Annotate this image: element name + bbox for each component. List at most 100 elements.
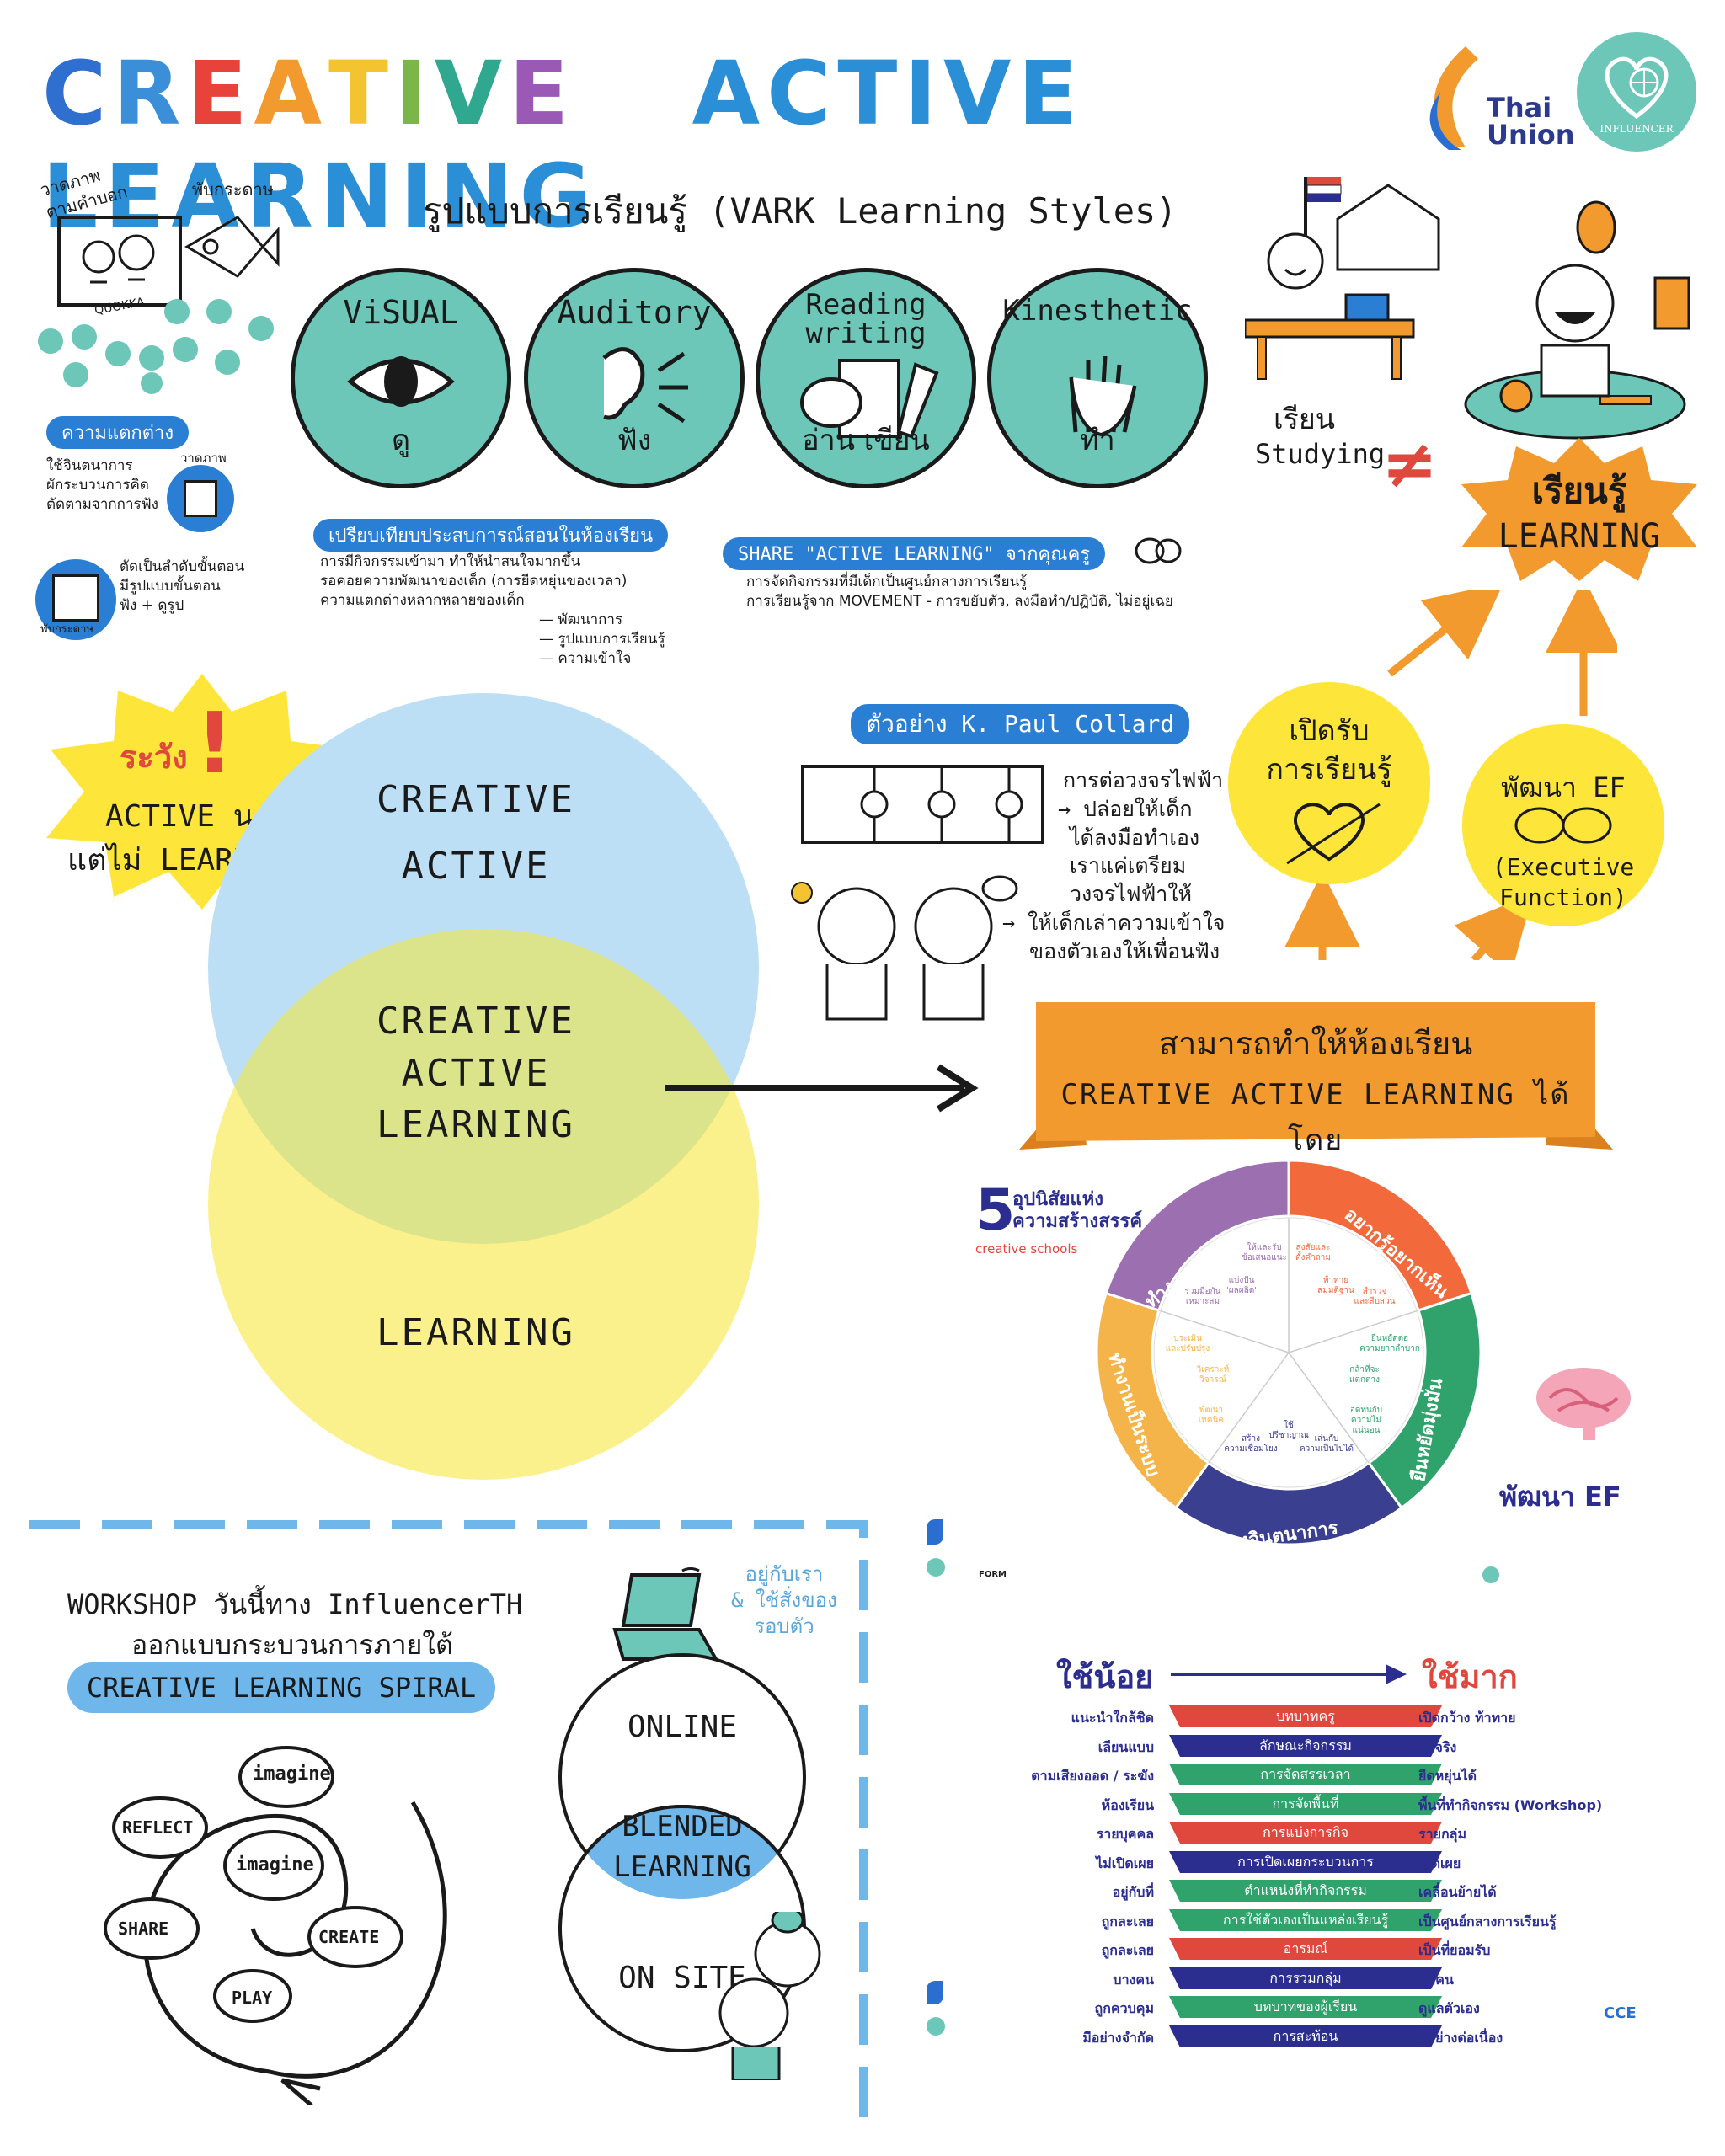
- fold-badge: [35, 559, 116, 640]
- usage-row-left: ตามเสียงออด / ระฆัง: [1031, 1768, 1154, 1784]
- habit-inner-label: ใช้ ปรีชาญาณ: [1268, 1421, 1309, 1440]
- habit-inner-label: ประเมิน และปรับปรุง: [1165, 1334, 1210, 1353]
- two-kids-icon: [791, 875, 1018, 1021]
- usage-row-left: ถูกควบคุม: [1094, 2000, 1154, 2016]
- example-line: เราแค่เตรียม: [1070, 853, 1187, 878]
- heart-arrow-icon: [1286, 803, 1381, 865]
- habit-divider: [1288, 1352, 1370, 1464]
- habit-inner-label: กล้าที่จะ แตกต่าง: [1349, 1365, 1380, 1385]
- example-line: ของตัวเองให้เพื่อนฟัง: [1029, 938, 1220, 963]
- open-learning-circle: เปิดรับ การเรียนรู้: [1228, 682, 1430, 884]
- vark-label: Kinesthetic: [1002, 294, 1193, 328]
- usage-row-right: ทุกคน: [1418, 1972, 1454, 1988]
- vark-visual: ViSUAL ดู: [291, 268, 511, 488]
- example-tag: ตัวอย่าง K. Paul Collard: [851, 704, 1190, 744]
- compare-tag: เปรียบเทียบประสบการณ์สอนในห้องเรียน: [313, 519, 669, 552]
- small-logo-circle: [1482, 1566, 1499, 1583]
- usage-row-right: เปิดเผย: [1418, 1855, 1461, 1871]
- usage-row-right: พื้นที่ทำกิจกรรม (Workshop): [1418, 1797, 1603, 1813]
- habits-number: 5: [975, 1177, 1016, 1244]
- vark-auditory: Auditory ฟัง: [524, 268, 745, 488]
- usage-row-bar: ลักษณะกิจกรรม: [1169, 1735, 1442, 1757]
- compare-line: — พัฒนาการ: [539, 611, 623, 628]
- learning-badge-thai: เรียนรู้: [1531, 470, 1627, 511]
- usage-row-bar: การรวมกลุ่ม: [1169, 1967, 1442, 1989]
- paper-pen-icon: [800, 359, 939, 439]
- usage-row-left: บางคน: [1113, 1972, 1154, 1988]
- not-equal-sign: ≠: [1381, 424, 1439, 503]
- vark-sub: อ่าน เขียน: [802, 424, 930, 457]
- habit-inner-ring: [1153, 1217, 1424, 1488]
- habit-divider: [1208, 1352, 1290, 1464]
- habit-divider: [1158, 1310, 1290, 1353]
- usage-row-bar: การแบ่งการกิจ: [1169, 1822, 1442, 1844]
- difference-tag: ความแตกต่าง: [46, 416, 190, 449]
- venn-bottom-label: LEARNING: [377, 1311, 575, 1354]
- title-letter: E: [509, 42, 576, 145]
- usage-row-bar: อารมณ์: [1169, 1938, 1442, 1960]
- example-list: การต่อวงจรไฟฟ้า → ปล่อยให้เด็ก ได้ลงมือท…: [1002, 766, 1225, 965]
- example-line: ได้ลงมือทำเอง: [1070, 825, 1200, 850]
- compare-line: — รูปแบบการเรียนรู้: [539, 630, 665, 648]
- page-title: CREATIVE ACTIVE LEARNING: [42, 42, 1725, 248]
- develop-ef-line1: พัฒนา EF: [1501, 771, 1626, 803]
- title-letter: E: [187, 42, 254, 145]
- usage-row-left: ถูกละเลย: [1101, 1942, 1154, 1958]
- usage-row-left: ห้องเรียน: [1101, 1797, 1154, 1813]
- vark-reading: Reading writing อ่าน เขียน: [756, 268, 976, 488]
- studying-en: Studying: [1255, 438, 1386, 470]
- workshop-line2: ออกแบบกระบวนการภายใต้: [131, 1629, 453, 1661]
- spiral-step: REFLECT: [122, 1817, 194, 1838]
- habit-inner-label: วิเคราะห์ วิจารณ์: [1196, 1365, 1230, 1385]
- small-logo-mark: [927, 1981, 943, 2004]
- thai-union-logo: Thai Union: [1415, 42, 1575, 152]
- vark-sub: ทำ: [1080, 424, 1115, 457]
- note-steps: ตัดเป็นลำดับขั้นตอน มีรูปแบบขั้นตอน ฟัง …: [120, 558, 245, 614]
- title-letter: T: [328, 42, 395, 145]
- usage-more-label: ใช้มาก: [1422, 1658, 1518, 1695]
- dashed-divider: [29, 1520, 868, 2131]
- thai-union-text: Thai Union: [1487, 92, 1575, 151]
- open-learning-line2: การเรียนรู้: [1266, 753, 1392, 787]
- workshop-tag-text: CREATIVE LEARNING SPIRAL: [86, 1672, 477, 1704]
- cce-logo: CCE: [1604, 2004, 1637, 2022]
- habits-title: อุปนิสัยแห่ง ความสร้างสรรค์: [1012, 1189, 1143, 1233]
- vark-kinesthetic: Kinesthetic ทำ: [987, 268, 1208, 488]
- usage-row-right: เป็นศูนย์กลางการเรียนรู้: [1418, 1913, 1557, 1929]
- title-letter: V: [434, 42, 510, 145]
- title-word-learning: LEARNING: [42, 145, 599, 248]
- share-tag: SHARE "ACTIVE LEARNING" จากคุณครู: [723, 537, 1106, 570]
- habit-inner-label: สงสัยและ ตั้งคำถาม: [1295, 1243, 1331, 1262]
- influencer-logo: INFLUENCER: [1577, 32, 1696, 152]
- emoji-faces-icon: [38, 299, 274, 394]
- usage-row-right: เคลื่อนย้ายได้: [1418, 1884, 1497, 1900]
- thai-union-mark-icon: [1429, 46, 1478, 150]
- paper-fish-icon: [184, 216, 280, 278]
- learning-badge-burst: [1461, 438, 1697, 581]
- habit-inner-label: ร่วมมือกัน เหมาะสม: [1184, 1287, 1221, 1306]
- title-letter: I: [394, 42, 435, 145]
- usage-row-right: เปิดกว้าง ท้าทาย: [1418, 1710, 1516, 1726]
- fold-badge-label: พับกระดาษ: [40, 623, 93, 636]
- habit-divider: [1288, 1310, 1419, 1353]
- usage-row-right: มีอย่างต่อเนื่อง: [1418, 2030, 1503, 2046]
- vark-label: Reading writing: [805, 288, 927, 350]
- workshop-line1: WORKSHOP วันนี้ทาง InfluencerTH: [67, 1588, 523, 1620]
- example-line: → ปล่อยให้เด็ก: [1058, 796, 1193, 821]
- usage-row-bar: บทบาทของผู้เรียน: [1169, 1996, 1442, 2018]
- compare-line: — ความเข้าใจ: [539, 649, 632, 667]
- compare-line: รอคอยความพัฒนาของเด็ก (การยืดหยุ่นของเวล…: [320, 572, 628, 590]
- brain-pink-icon: [1536, 1368, 1631, 1440]
- habits-subtitle: creative schools: [975, 1241, 1078, 1257]
- brain-icon: [1514, 807, 1612, 844]
- black-arrow: [665, 1064, 979, 1113]
- fold-title: พับกระดาษ: [192, 179, 274, 200]
- habit-inner-label: ยืนหยัดต่อ ความยากลำบาก: [1359, 1334, 1420, 1353]
- blended-online: ONLINE: [627, 1710, 738, 1744]
- note-draw-label: วาดภาพ: [180, 451, 227, 466]
- banner-line1: สามารถทำให้ห้องเรียน: [1158, 1025, 1473, 1062]
- habit-inner-label: อดทนกับ ความไม่ แน่นอน: [1349, 1406, 1383, 1435]
- habit-segment: [1104, 1159, 1290, 1312]
- usage-less-label: ใช้น้อย: [1056, 1658, 1154, 1695]
- usage-row-bar: การจัดพื้นที่: [1169, 1793, 1442, 1815]
